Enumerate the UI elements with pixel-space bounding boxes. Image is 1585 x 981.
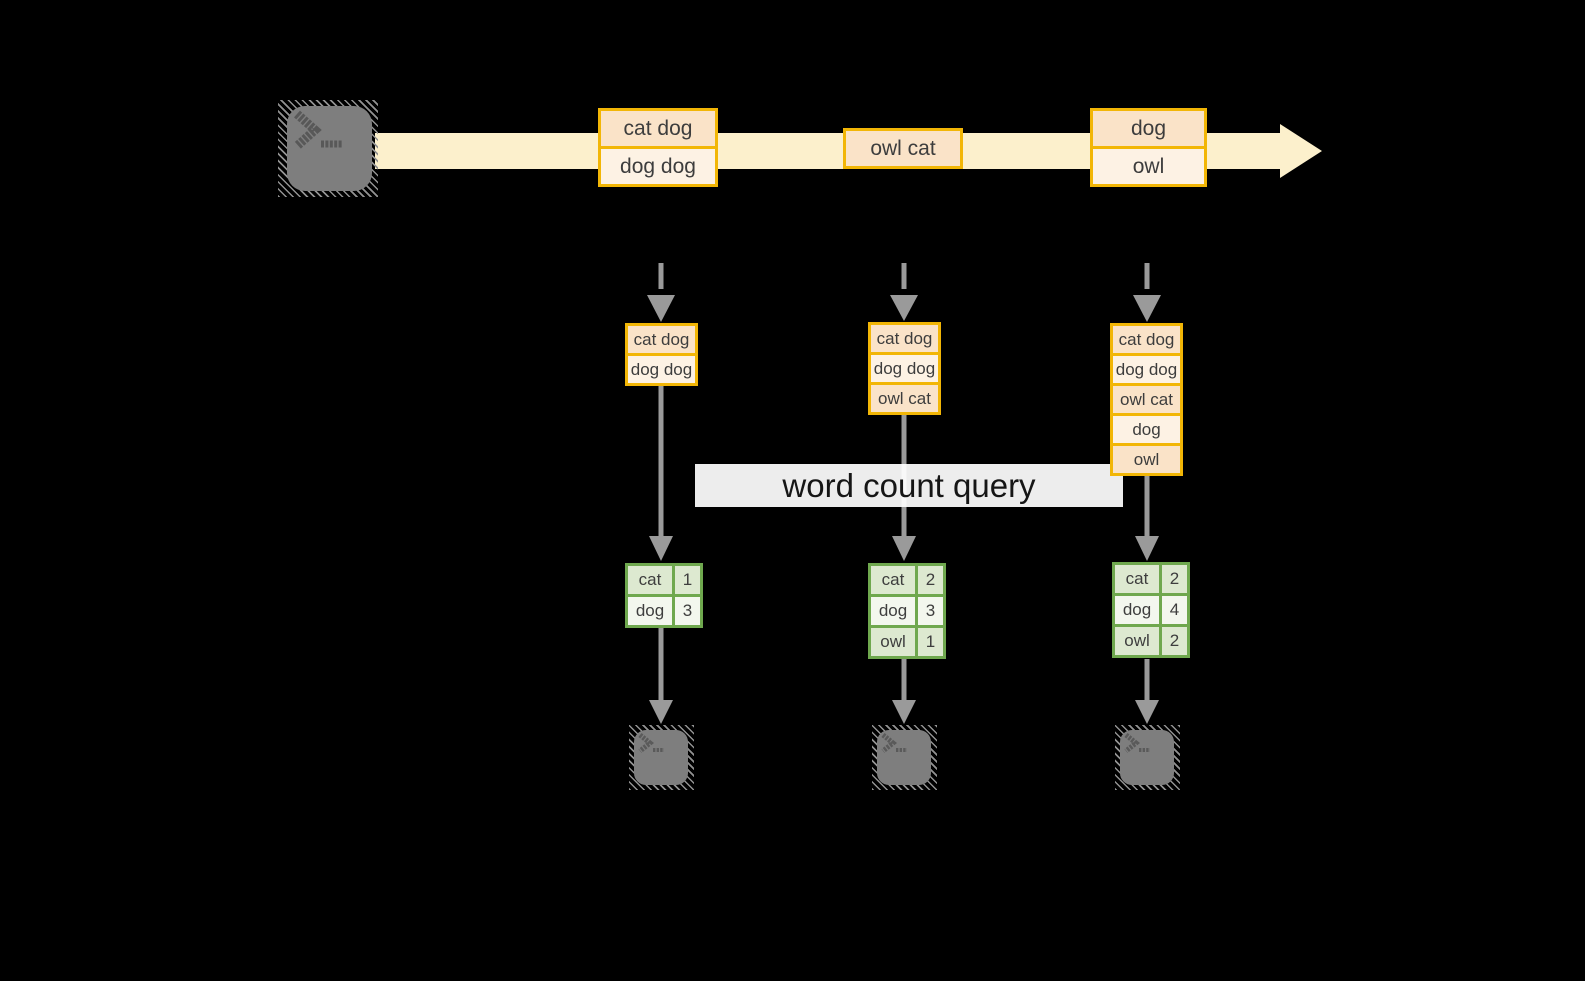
flow-arrow-head — [649, 700, 673, 724]
input-state-1: cat dog dog dog — [625, 323, 698, 386]
result-table-1: cat 1 dog 3 — [625, 563, 703, 628]
record-text: dog dog — [873, 358, 936, 378]
record-text: cat dog — [1118, 329, 1175, 349]
terminal-icon — [287, 106, 372, 191]
flow-arrow-head — [892, 700, 916, 724]
flow-arrow-head — [892, 536, 916, 561]
stream-batch-1: cat dog dog dog — [598, 108, 718, 187]
source-terminal-icon — [278, 100, 378, 197]
result-table-2: cat 2 dog 3 owl 1 — [868, 563, 946, 659]
count-cell: 3 — [675, 597, 700, 625]
flow-arrow-head — [1135, 700, 1159, 724]
record-text: owl cat — [1120, 389, 1173, 409]
stream-record: owl — [1090, 146, 1207, 187]
count-cell: 4 — [1162, 596, 1187, 624]
state-record: owl cat — [1110, 383, 1183, 416]
word-cell: dog — [871, 597, 915, 625]
dashed-arrow-head — [647, 295, 675, 322]
output-terminal-icon — [872, 725, 937, 790]
count-cell: 3 — [918, 597, 943, 625]
state-record: dog — [1110, 413, 1183, 446]
record-text: owl cat — [878, 388, 931, 408]
dashed-arrow-head — [1133, 295, 1161, 322]
count-cell: 2 — [1162, 565, 1187, 593]
stream-record: dog — [1090, 108, 1207, 149]
state-record: dog dog — [625, 353, 698, 386]
record-text: dog dog — [630, 359, 693, 379]
output-terminal-icon — [629, 725, 694, 790]
record-text: owl — [1132, 154, 1165, 178]
word-cell: dog — [628, 597, 672, 625]
stream-record: dog dog — [598, 146, 718, 187]
state-record: cat dog — [868, 322, 941, 355]
word-cell: dog — [1115, 596, 1159, 624]
word-cell: owl — [871, 628, 915, 656]
state-record: owl cat — [868, 382, 941, 415]
record-text: dog — [1132, 419, 1161, 439]
output-arrows — [649, 628, 1159, 724]
record-text: cat dog — [633, 329, 690, 349]
word-cell: owl — [1115, 627, 1159, 655]
dashed-arrow-head — [890, 295, 918, 321]
record-text: owl — [1133, 449, 1160, 469]
input-state-3: cat dog dog dog owl cat dog owl — [1110, 323, 1183, 476]
stream-batch-3: dog owl — [1090, 108, 1207, 187]
stream-record: cat dog — [598, 108, 718, 149]
output-terminal-icon — [1115, 725, 1180, 790]
state-record: cat dog — [625, 323, 698, 356]
result-table-3: cat 2 dog 4 owl 2 — [1112, 562, 1190, 658]
flow-arrow-head — [649, 536, 673, 561]
stream-record: owl cat — [843, 128, 963, 169]
count-cell: 2 — [918, 566, 943, 594]
record-text: cat dog — [876, 328, 933, 348]
terminal-icon — [1120, 730, 1174, 785]
word-cell: cat — [628, 566, 672, 594]
word-cell: cat — [1115, 565, 1159, 593]
query-label: word count query — [782, 466, 1036, 504]
terminal-icon — [634, 730, 688, 785]
dashed-arrows — [647, 263, 1161, 322]
stream-batch-2: owl cat — [843, 128, 963, 169]
record-text: dog dog — [1115, 359, 1178, 379]
input-state-2: cat dog dog dog owl cat — [868, 322, 941, 415]
record-text: owl cat — [870, 136, 936, 160]
state-record: owl — [1110, 443, 1183, 476]
count-cell: 2 — [1162, 627, 1187, 655]
state-record: cat dog — [1110, 323, 1183, 356]
record-text: cat dog — [623, 116, 693, 140]
terminal-icon — [877, 730, 931, 785]
count-cell: 1 — [918, 628, 943, 656]
flow-arrow-head — [1135, 536, 1159, 561]
state-record: dog dog — [1110, 353, 1183, 386]
record-text: dog dog — [620, 154, 696, 178]
word-cell: cat — [871, 566, 915, 594]
record-text: dog — [1130, 116, 1167, 140]
count-cell: 1 — [675, 566, 700, 594]
query-label-band: word count query — [695, 464, 1123, 507]
state-record: dog dog — [868, 352, 941, 385]
